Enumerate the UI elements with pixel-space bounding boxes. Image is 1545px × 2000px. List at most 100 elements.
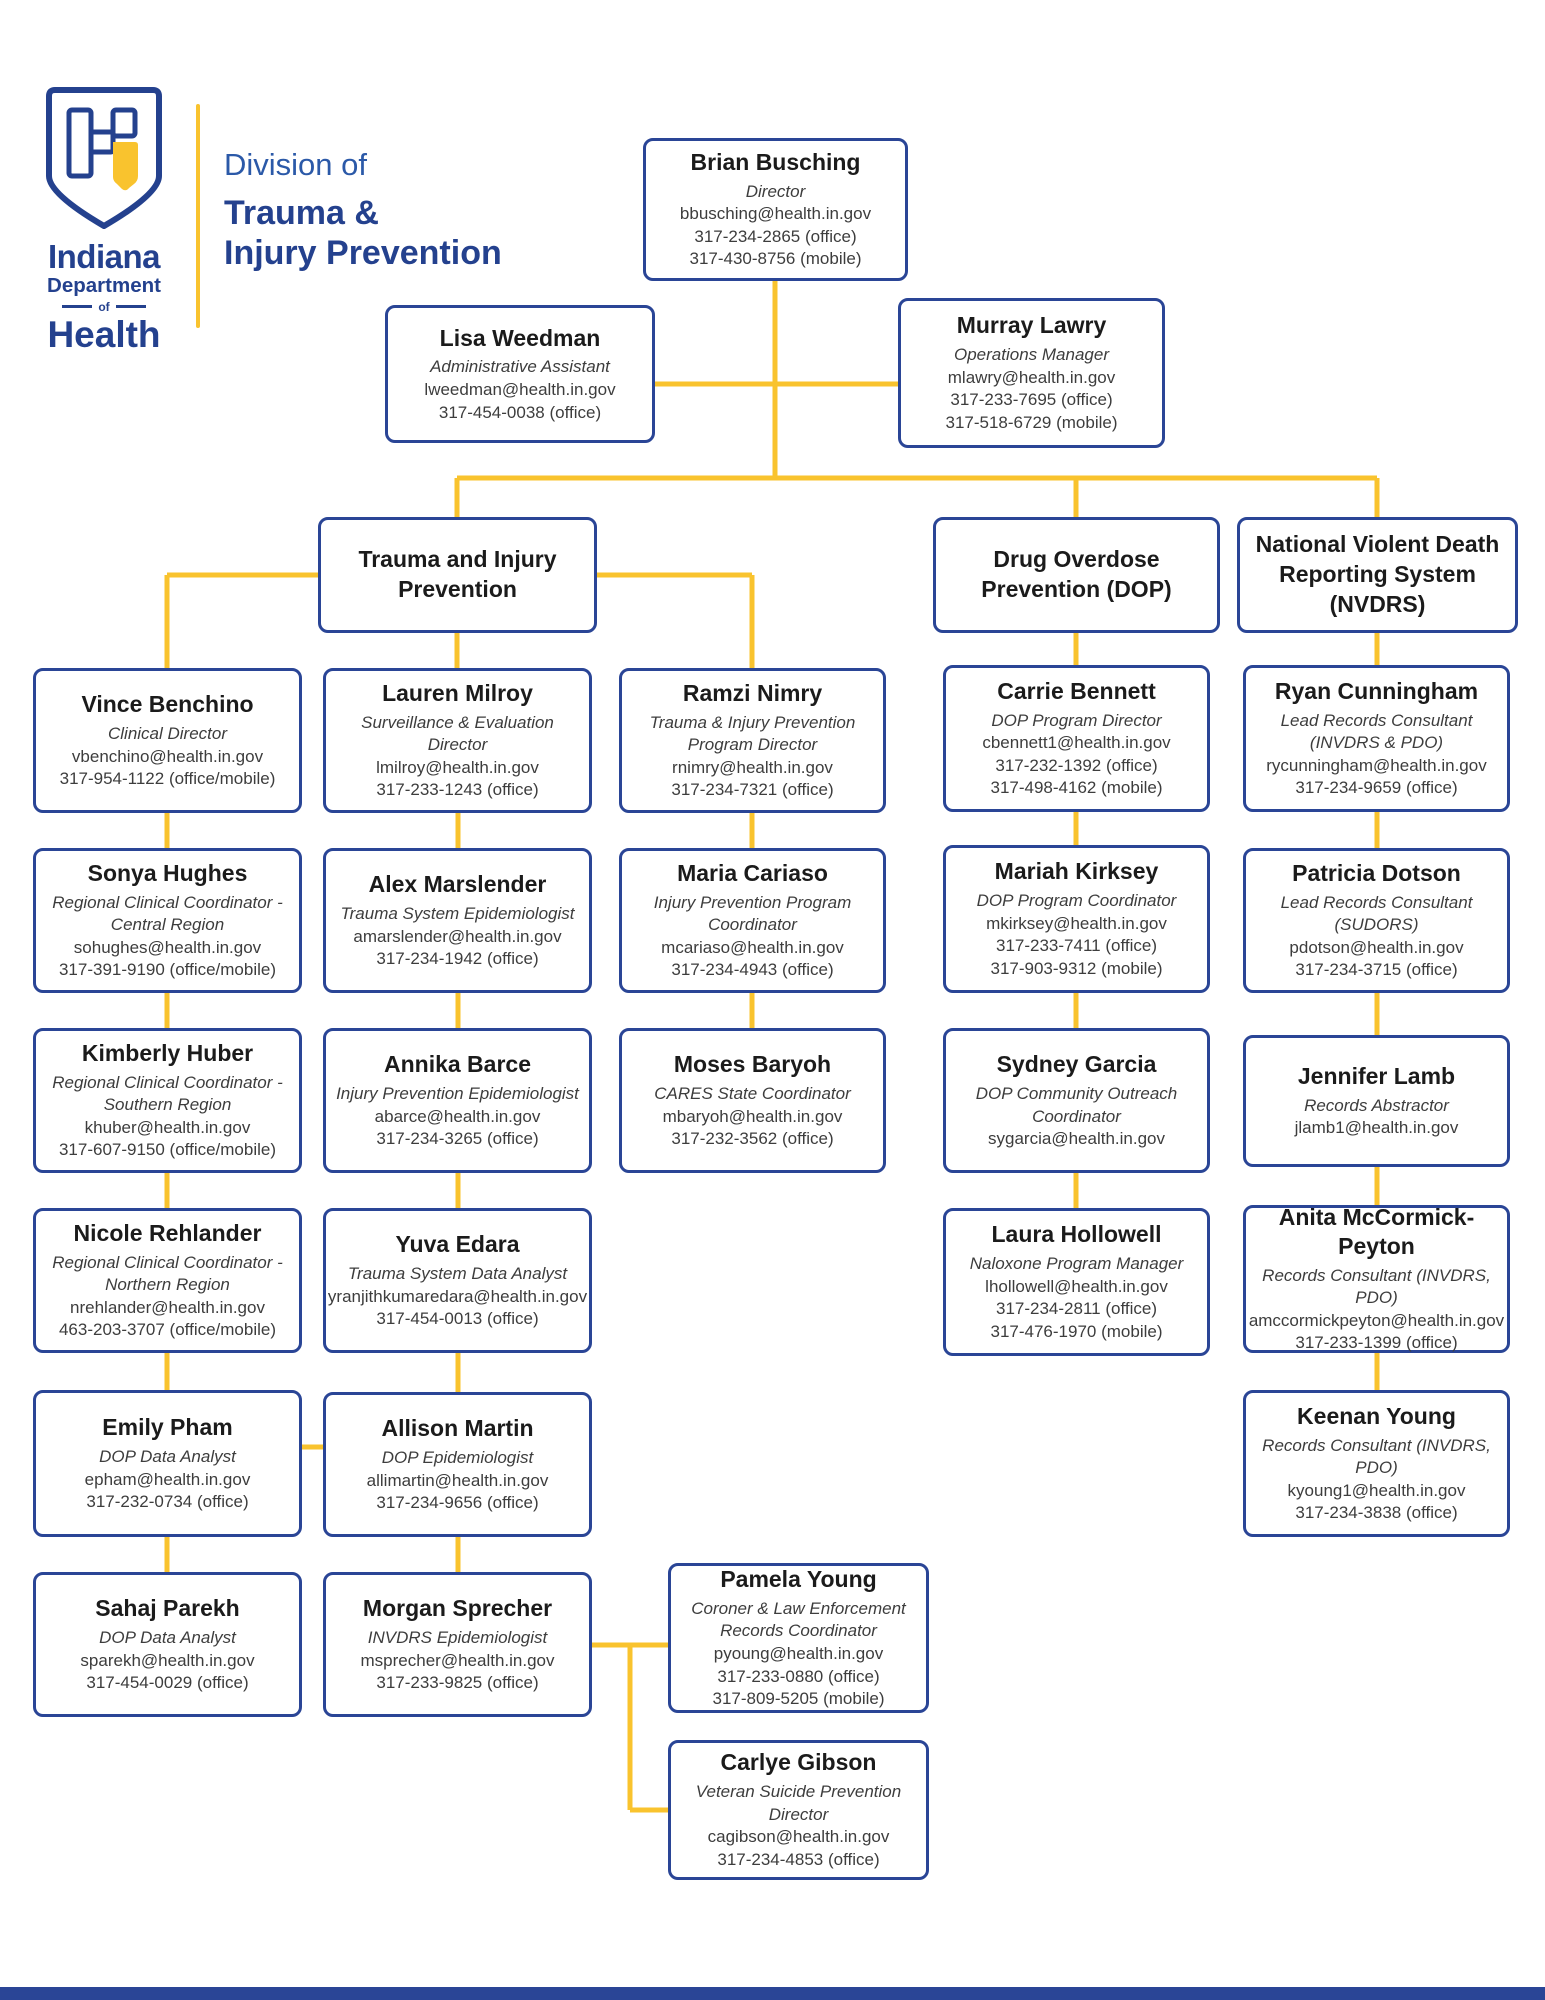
person-phone-line2: 317-498-4162 (mobile) — [990, 778, 1163, 798]
person-role: Regional Clinical Coordinator - Northern… — [52, 1252, 283, 1295]
group-header-card: Trauma and Injury Prevention — [318, 517, 597, 633]
person-name: Anita McCormick-Peyton — [1278, 1204, 1475, 1259]
person-phone-line2: 317-430-8756 (mobile) — [689, 249, 862, 269]
person-phone-line2: 317-518-6729 (mobile) — [945, 412, 1118, 432]
logo-text-indiana: Indiana — [47, 238, 161, 275]
person-email: sygarcia@health.in.gov — [988, 1129, 1165, 1149]
logo-rule-right — [115, 305, 146, 309]
person-email: sohughes@health.in.gov — [73, 937, 262, 957]
person-phone-line1: 317-234-3265 (office) — [376, 1129, 539, 1149]
person-phone-line1: 317-454-0029 (office) — [86, 1673, 249, 1693]
agency-logo: Indiana Department of Health — [38, 84, 170, 353]
person-name: Pamela Young — [720, 1566, 877, 1593]
person-email: allimartin@health.in.gov — [366, 1470, 549, 1490]
person-phone-line1: 317-233-9825 (office) — [376, 1673, 539, 1693]
person-card: Morgan Sprecher INVDRS Epidemiologist ms… — [323, 1572, 592, 1717]
person-role: Administrative Assistant — [430, 357, 610, 377]
person-phone-line1: 317-234-9659 (office) — [1295, 778, 1458, 798]
person-name: Moses Baryoh — [673, 1051, 832, 1078]
person-email: rycunningham@health.in.gov — [1266, 755, 1487, 775]
person-email: nrehlander@health.in.gov — [70, 1297, 265, 1317]
person-phone-line1: 317-233-7411 (office) — [996, 936, 1157, 956]
person-role: Records Abstractor — [1304, 1095, 1449, 1115]
person-card: Alex Marslender Trauma System Epidemiolo… — [323, 848, 592, 993]
person-phone-line1: 317-234-2865 (office) — [694, 226, 857, 246]
person-phone-line1: 317-234-9656 (office) — [376, 1493, 539, 1513]
person-email: pyoung@health.in.gov — [713, 1644, 884, 1664]
person-role: Trauma System Epidemiologist — [340, 903, 575, 923]
division-title-prefix: Division of — [224, 147, 367, 182]
person-phone-line1: 463-203-3707 (office/mobile) — [58, 1320, 277, 1340]
person-role: Injury Prevention Epidemiologist — [336, 1083, 579, 1103]
person-phone-line1: 317-233-1243 (office) — [376, 780, 539, 800]
person-card: Jennifer Lamb Records Abstractor jlamb1@… — [1243, 1035, 1510, 1167]
person-role: Regional Clinical Coordinator - Southern… — [52, 1072, 283, 1115]
person-name: Carrie Bennett — [997, 677, 1156, 704]
person-name: Patricia Dotson — [1292, 859, 1461, 886]
person-card: Ryan Cunningham Lead Records Consultant … — [1243, 665, 1510, 812]
person-email: amarslender@health.in.gov — [353, 926, 562, 946]
division-title: Division of Trauma & Injury Prevention — [224, 147, 502, 273]
person-phone-line1: 317-232-3562 (office) — [671, 1129, 834, 1149]
person-phone-line1: 317-234-1942 (office) — [376, 949, 539, 969]
person-email: lweedman@health.in.gov — [424, 380, 616, 400]
person-card: Brian Busching Director bbusching@health… — [643, 138, 908, 281]
person-role: CARES State Coordinator — [654, 1083, 851, 1103]
person-email: sparekh@health.in.gov — [80, 1650, 255, 1670]
person-card: Sahaj Parekh DOP Data Analyst sparekh@he… — [33, 1572, 302, 1717]
logo-text-department: Department — [47, 274, 161, 297]
footer-bar — [0, 1987, 1545, 2000]
person-card: Allison Martin DOP Epidemiologist allima… — [323, 1392, 592, 1537]
person-role: Injury Prevention Program Coordinator — [653, 892, 852, 935]
person-card: Mariah Kirksey DOP Program Coordinator m… — [943, 845, 1210, 993]
person-card: Murray Lawry Operations Manager mlawry@h… — [898, 298, 1165, 448]
person-role: Naloxone Program Manager — [969, 1254, 1184, 1274]
logo-title-divider — [196, 104, 200, 328]
person-card: Carrie Bennett DOP Program Director cben… — [943, 665, 1210, 812]
person-email: abarce@health.in.gov — [374, 1106, 541, 1126]
person-phone-line1: 317-232-1392 (office) — [995, 755, 1158, 775]
person-email: kyoung1@health.in.gov — [1287, 1480, 1466, 1500]
person-card: Emily Pham DOP Data Analyst epham@health… — [33, 1390, 302, 1537]
person-role: Regional Clinical Coordinator - Central … — [52, 892, 283, 935]
person-role: DOP Community Outreach Coordinator — [975, 1083, 1178, 1126]
person-phone-line1: 317-233-7695 (office) — [950, 390, 1113, 410]
person-email: msprecher@health.in.gov — [360, 1650, 555, 1670]
person-email: rnimry@health.in.gov — [672, 757, 833, 777]
person-phone-line1: 317-233-1399 (office) — [1295, 1333, 1458, 1353]
health-shield-icon — [46, 87, 162, 229]
person-phone-line2: 317-903-9312 (mobile) — [990, 958, 1163, 978]
person-name: Mariah Kirksey — [994, 858, 1159, 885]
person-name: Maria Cariaso — [677, 859, 828, 886]
person-card: Sydney Garcia DOP Community Outreach Coo… — [943, 1028, 1210, 1173]
person-phone-line2: 317-809-5205 (mobile) — [712, 1689, 885, 1709]
person-email: vbenchino@health.in.gov — [71, 746, 264, 766]
person-role: Operations Manager — [954, 345, 1109, 365]
group-label: National Violent Death Reporting System … — [1255, 531, 1500, 617]
person-card: Maria Cariaso Injury Prevention Program … — [619, 848, 886, 993]
logo-rule-left — [62, 305, 93, 309]
person-name: Nicole Rehlander — [73, 1219, 262, 1246]
person-role: DOP Program Coordinator — [976, 891, 1177, 911]
person-card: Yuva Edara Trauma System Data Analyst yr… — [323, 1208, 592, 1353]
person-card: Kimberly Huber Regional Clinical Coordin… — [33, 1028, 302, 1173]
person-phone-line1: 317-954-1122 (office/mobile) — [59, 769, 276, 789]
person-role: Coroner & Law Enforcement Records Coordi… — [691, 1598, 906, 1641]
person-role: Lead Records Consultant (SUDORS) — [1280, 892, 1473, 935]
person-role: Clinical Director — [107, 723, 228, 743]
person-name: Lisa Weedman — [439, 324, 601, 351]
person-name: Sydney Garcia — [996, 1051, 1157, 1078]
person-role: DOP Data Analyst — [99, 1627, 236, 1647]
person-email: mbaryoh@health.in.gov — [662, 1106, 843, 1126]
person-card: Pamela Young Coroner & Law Enforcement R… — [668, 1563, 929, 1713]
person-role: Records Consultant (INVDRS, PDO) — [1262, 1265, 1491, 1308]
group-label: Trauma and Injury Prevention — [358, 546, 557, 602]
person-role: DOP Epidemiologist — [381, 1447, 534, 1467]
person-email: bbusching@health.in.gov — [679, 204, 872, 224]
person-role: Director — [745, 181, 806, 201]
person-role: Surveillance & Evaluation Director — [361, 712, 554, 755]
person-email: yranjithkumaredara@health.in.gov — [327, 1286, 588, 1306]
person-card: Anita McCormick-Peyton Records Consultan… — [1243, 1204, 1510, 1353]
